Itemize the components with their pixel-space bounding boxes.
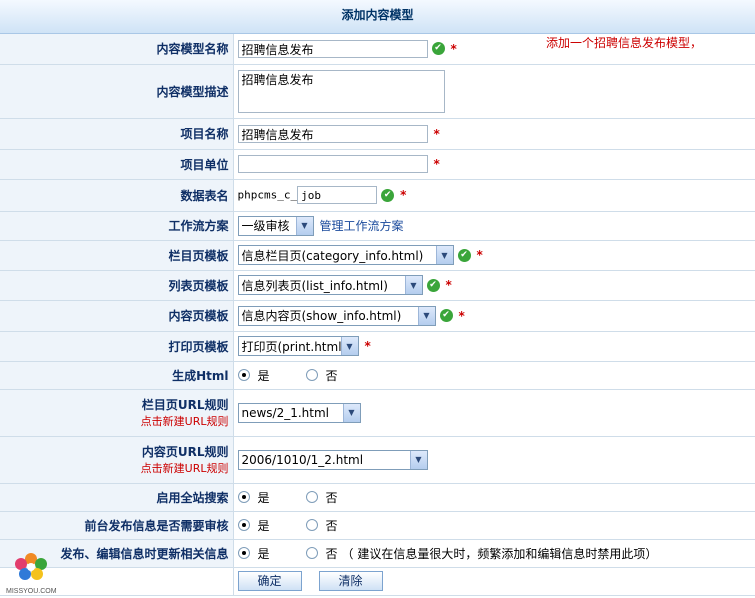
cat-url-label: 栏目页URL规则 [141, 398, 229, 412]
chevron-down-icon: ▼ [342, 403, 360, 422]
content-url-selected: 2006/1010/1_2.html [241, 452, 364, 467]
list-tpl-selected: 信息列表页(list_info.html) [241, 278, 388, 293]
required-star: * [364, 339, 371, 353]
manage-workflow-link[interactable]: 管理工作流方案 [319, 219, 404, 233]
model-name-input[interactable]: 招聘信息发布 [237, 39, 428, 58]
item-name-input[interactable]: 招聘信息发布 [237, 124, 428, 143]
update-related-yes-radio[interactable] [237, 547, 250, 559]
check-icon: ✔ [439, 309, 453, 322]
label-category-tpl: 栏目页模板 [0, 240, 234, 271]
gen-html-no-label: 否 [325, 368, 338, 383]
update-related-no-radio[interactable] [305, 547, 318, 559]
label-cat-url: 栏目页URL规则点击新建URL规则 [0, 389, 234, 437]
required-star: * [400, 188, 407, 202]
workflow-select[interactable]: 一级审核 ▼ [237, 215, 314, 236]
chevron-down-icon: ▼ [295, 216, 313, 235]
check-icon: ✔ [426, 278, 440, 292]
content-tpl-selected: 信息内容页(show_info.html) [241, 309, 402, 323]
label-content-url: 内容页URL规则点击新建URL规则 [0, 436, 234, 484]
table-name-input[interactable]: job [297, 186, 378, 204]
gen-html-yes-radio[interactable] [237, 369, 250, 381]
label-front-review: 前台发布信息是否需要审核 [0, 511, 234, 540]
label-list-tpl: 列表页模板 [0, 270, 234, 301]
required-star: * [458, 308, 465, 323]
category-tpl-select[interactable]: 信息栏目页(category_info.html) ▼ [237, 245, 454, 265]
chevron-down-icon: ▼ [435, 246, 453, 264]
cat-url-select[interactable]: news/2_1.html ▼ [237, 402, 361, 423]
required-star: * [433, 157, 440, 171]
watermark-text: MISSYOU.COM [6, 588, 57, 595]
new-url-rule-link[interactable]: 点击新建URL规则 [140, 415, 229, 428]
label-item-unit: 项目单位 [0, 149, 234, 180]
page-title: 添加内容模型 [0, 0, 755, 34]
new-url-rule-link[interactable]: 点击新建URL规则 [140, 462, 229, 475]
gen-html-yes-label: 是 [257, 368, 270, 383]
content-url-label: 内容页URL规则 [141, 445, 229, 459]
label-print-tpl: 打印页模板 [0, 331, 234, 362]
item-unit-input[interactable] [237, 155, 428, 173]
chevron-down-icon: ▼ [417, 306, 435, 325]
submit-button[interactable]: 确定 [237, 571, 302, 591]
label-gen-html: 生成Html [0, 361, 234, 390]
required-star: * [445, 278, 452, 292]
site-search-no-label: 否 [325, 490, 338, 505]
front-review-yes-label: 是 [257, 518, 270, 533]
front-review-no-radio[interactable] [305, 519, 318, 531]
label-model-name: 内容模型名称 [0, 34, 234, 65]
hint-text: 添加一个招聘信息发布模型， [546, 36, 703, 50]
cat-url-selected: news/2_1.html [241, 405, 330, 420]
check-icon: ✔ [457, 248, 471, 262]
content-tpl-select[interactable]: 信息内容页(show_info.html) ▼ [237, 305, 436, 326]
check-icon: ✔ [431, 42, 445, 56]
flower-logo-icon [15, 553, 47, 580]
label-workflow: 工作流方案 [0, 211, 234, 241]
gen-html-no-radio[interactable] [305, 369, 318, 381]
site-search-yes-radio[interactable] [237, 491, 250, 503]
reset-button[interactable]: 清除 [318, 571, 383, 591]
required-star: * [476, 248, 483, 262]
label-content-tpl: 内容页模板 [0, 300, 234, 332]
chevron-down-icon: ▼ [340, 337, 358, 355]
workflow-selected: 一级审核 [241, 219, 290, 233]
model-form: 内容模型名称 招聘信息发布✔* 内容模型描述 招聘信息发布 项目名称 招聘信息发… [0, 34, 755, 596]
site-search-yes-label: 是 [257, 490, 270, 505]
print-tpl-selected: 打印页(print.html) [241, 339, 341, 354]
label-item-name: 项目名称 [0, 118, 234, 150]
model-desc-textarea[interactable]: 招聘信息发布 [237, 69, 445, 113]
front-review-no-label: 否 [325, 518, 338, 533]
site-search-no-radio[interactable] [305, 491, 318, 503]
update-related-no-label: 否 [325, 546, 338, 561]
watermark-logo: MISSYOU.COM [6, 551, 57, 595]
table-prefix: phpcms_c_ [237, 188, 298, 202]
category-tpl-selected: 信息栏目页(category_info.html) [241, 248, 424, 263]
check-icon: ✔ [381, 188, 395, 202]
print-tpl-select[interactable]: 打印页(print.html)▼ [237, 336, 359, 356]
label-site-search: 启用全站搜索 [0, 483, 234, 512]
content-url-select[interactable]: 2006/1010/1_2.html ▼ [237, 449, 428, 470]
required-star: * [450, 41, 457, 56]
required-star: * [433, 126, 440, 141]
label-table-name: 数据表名 [0, 179, 234, 212]
front-review-yes-radio[interactable] [237, 519, 250, 531]
chevron-down-icon: ▼ [404, 276, 422, 294]
label-model-desc: 内容模型描述 [0, 64, 234, 119]
list-tpl-select[interactable]: 信息列表页(list_info.html) ▼ [237, 275, 423, 295]
chevron-down-icon: ▼ [409, 450, 427, 469]
update-related-note: （ 建议在信息量很大时，频繁添加和编辑信息时禁用此项） [341, 546, 658, 561]
update-related-yes-label: 是 [257, 546, 270, 561]
